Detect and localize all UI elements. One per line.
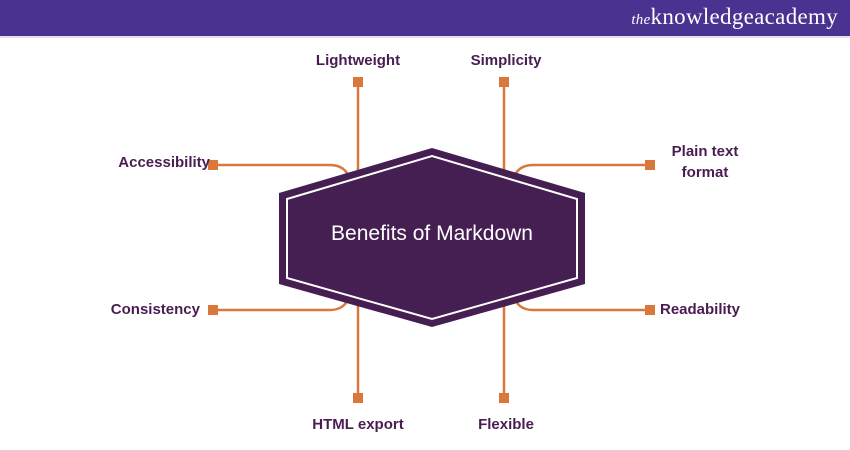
label-readability: Readability <box>660 301 741 318</box>
node-html-export <box>353 393 363 403</box>
header-bar: theknowledgeacademy <box>0 0 850 38</box>
label-plain-text-line2: format <box>681 164 729 181</box>
label-lightweight: Lightweight <box>315 52 401 69</box>
center-title: Benefits of Markdown <box>331 222 533 245</box>
logo-prefix: the <box>631 12 651 28</box>
center-hexagon <box>279 148 585 327</box>
label-html-export: HTML export <box>312 416 404 433</box>
logo-name: knowledgeacademy <box>650 4 838 29</box>
node-accessibility <box>208 160 218 170</box>
label-plain-text-line1: Plain text <box>671 143 739 160</box>
label-consistency: Consistency <box>110 301 200 318</box>
node-lightweight <box>353 77 363 87</box>
node-readability <box>645 305 655 315</box>
brand-logo: theknowledgeacademy <box>631 4 838 30</box>
node-consistency <box>208 305 218 315</box>
label-accessibility: Accessibility <box>118 154 210 171</box>
node-flexible <box>499 393 509 403</box>
connector-accessibility <box>213 163 352 181</box>
hexagon-inner-border <box>286 154 578 321</box>
node-plain-text <box>645 160 655 170</box>
label-flexible: Flexible <box>478 416 534 433</box>
label-plain-text: Plain text format <box>655 141 755 183</box>
label-simplicity: Simplicity <box>470 52 542 69</box>
connector-plain-text <box>511 163 650 181</box>
node-simplicity <box>499 77 509 87</box>
